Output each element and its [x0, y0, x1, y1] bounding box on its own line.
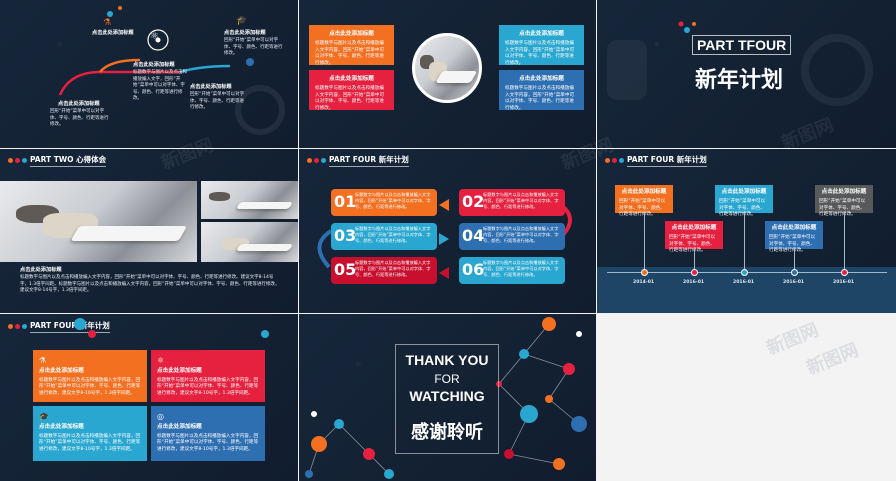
- s5-step-text: 标题数字与图片以及点击和播放编入文字内容，回形“开始”菜单中可以对字体、字号、颜…: [483, 260, 559, 277]
- s6-milestone-box: 点击此处添加标题回形“开始”菜单中可以对字体、字号、颜色、行距等进行修改。: [765, 221, 823, 253]
- flask-icon: ⚗: [103, 18, 112, 28]
- s5-step-number: 06: [462, 260, 485, 279]
- s5-step-number: 05: [334, 260, 357, 279]
- s6-milestone-date: 2016-01: [733, 280, 755, 285]
- s6-milestone-stem: [644, 213, 645, 272]
- s4-text: 标题数字与图片以及点击和播放编入文字内容，回形“开始”菜单中可以对字体、字号、颜…: [20, 275, 280, 294]
- s6-milestone-text: 回形“开始”菜单中可以对字体、字号、颜色、行距等进行修改。: [769, 235, 816, 254]
- s5-step-number: 02: [462, 192, 485, 211]
- s6-milestone-dot: [841, 269, 848, 276]
- s1-item-title: 点击此处添加标题: [58, 101, 100, 107]
- slide-7-grid: PART FOUR 新年计划 ⚗点击此处添加标题标题数字与图片以及点击和播放编入…: [0, 314, 298, 481]
- s7-box: ⚗点击此处添加标题标题数字与图片以及点击和播放编入文字内容，回形“开始”菜单中可…: [33, 350, 147, 402]
- s6-milestone-box: 点击此处添加标题回形“开始”菜单中可以对字体、字号、颜色、行距等进行修改。: [615, 185, 673, 217]
- s6-section-tag: PART FOUR 新年计划: [605, 154, 707, 167]
- s7-box: ◎点击此处添加标题标题数字与图片以及点击和播放编入文字内容，回形“开始”菜单中可…: [151, 406, 265, 461]
- s2-box: 点击此处添加标题标题数字与图片以及点击和播放编入文字内容，回形“开始”菜单中可以…: [499, 70, 584, 111]
- s6-milestone-dot: [791, 269, 798, 276]
- s6-milestone-dot: [691, 269, 698, 276]
- s1-item-title: 点击此处添加标题: [133, 62, 175, 68]
- atom-icon: ⚛: [150, 31, 159, 42]
- s1-item-title: 点击此处添加标题: [190, 84, 232, 90]
- s6-milestone-box: 点击此处添加标题回形“开始”菜单中可以对字体、字号、颜色、行距等进行修改。: [815, 185, 873, 217]
- slide-1-timeline: ⚗ ⚛ 🎓 点击此处添加标题 点击此处添加标题 回形“开始”菜单中可以对字体、字…: [0, 0, 298, 148]
- s2-box: 点击此处添加标题标题数字与图片以及点击和播放编入文字内容，回形“开始”菜单中可以…: [499, 25, 584, 66]
- s1-item-title: 点击此处添加标题: [224, 30, 266, 36]
- s6-milestone-box: 点击此处添加标题回形“开始”菜单中可以对字体、字号、颜色、行距等进行修改。: [715, 185, 773, 217]
- globe-icon: ◎: [157, 412, 164, 421]
- graduation-cap-icon: 🎓: [39, 412, 49, 421]
- s6-milestone-title: 点击此处添加标题: [821, 189, 867, 195]
- s7-box: ⚛点击此处添加标题标题数字与图片以及点击和播放编入文字内容，回形“开始”菜单中可…: [151, 350, 265, 402]
- s4-main-photo: [0, 181, 197, 262]
- s6-milestone-text: 回形“开始”菜单中可以对字体、字号、颜色、行距等进行修改。: [719, 199, 766, 218]
- s5-step-number: 04: [462, 226, 485, 245]
- s6-milestone-stem: [694, 249, 695, 272]
- slide-4-photos: PART TWO 心得体会 点击此处添加标题 标题数字与图片以及点击和播放编入文…: [0, 149, 298, 313]
- s5-step-number: 01: [334, 192, 357, 211]
- s5-step-number: 03: [334, 226, 357, 245]
- s6-milestone-title: 点击此处添加标题: [771, 225, 817, 231]
- s6-milestone-box: 点击此处添加标题回形“开始”菜单中可以对字体、字号、颜色、行距等进行修改。: [665, 221, 723, 253]
- graduation-cap-icon: 🎓: [236, 16, 248, 26]
- s7-box: 🎓点击此处添加标题标题数字与图片以及点击和播放编入文字内容，回形“开始”菜单中可…: [33, 406, 147, 461]
- s7-section-tag: PART FOUR 新年计划: [8, 320, 110, 333]
- s4-heading: 点击此处添加标题: [20, 267, 62, 273]
- s5-step-text: 标题数字与图片以及点击和播放编入文字内容，回形“开始”菜单中可以对字体、字号、颜…: [483, 192, 559, 209]
- s3-title-en: PART TFOUR: [692, 35, 792, 55]
- s1-item-text: 标题数字与图片以及点击和播放编入文字，回形“开始”菜单中可以对字体、字号、颜色、…: [133, 70, 187, 102]
- slide-6-milestones: PART FOUR 新年计划 点击此处添加标题回形“开始”菜单中可以对字体、字号…: [597, 149, 896, 313]
- s6-milestone-title: 点击此处添加标题: [721, 189, 767, 195]
- s1-item-text: 回形“开始”菜单中可以对字体、字号、颜色、行距等进行修改。: [190, 92, 245, 111]
- s6-milestone-date: 2016-01: [683, 280, 705, 285]
- s5-step-text: 标题数字与图片以及点击和播放编入文字内容，回形“开始”菜单中可以对字体、字号、颜…: [355, 260, 431, 277]
- s1-item-text: 回形“开始”菜单中可以对字体、字号、颜色、行距等进行修改。: [224, 38, 283, 57]
- s5-step-text: 标题数字与图片以及点击和播放编入文字内容，回形“开始”菜单中可以对字体、字号、颜…: [483, 226, 559, 243]
- s6-milestone-dot: [641, 269, 648, 276]
- s8-line1: THANK YOU: [405, 352, 489, 368]
- slide-8-thank-you: THANK YOU FOR WATCHING 感谢聆听: [299, 314, 596, 481]
- s6-milestone-dot: [741, 269, 748, 276]
- s8-line2: FOR: [434, 372, 460, 386]
- s6-milestone-text: 回形“开始”菜单中可以对字体、字号、颜色、行距等进行修改。: [819, 199, 866, 218]
- s5-step-text: 标题数字与图片以及点击和播放编入文字内容，回形“开始”菜单中可以对字体、字号、颜…: [355, 192, 431, 209]
- s2-round-photo: [412, 33, 482, 103]
- s5-step-text: 标题数字与图片以及点击和播放编入文字内容，回形“开始”菜单中可以对字体、字号、颜…: [355, 226, 431, 243]
- atom-icon: ⚛: [157, 356, 165, 365]
- s3-title-cn: 新年计划: [695, 68, 784, 93]
- s6-milestone-title: 点击此处添加标题: [621, 189, 667, 195]
- s4-side-photo: [201, 181, 298, 219]
- s8-cn: 感谢聆听: [411, 422, 483, 443]
- s5-section-tag: PART FOUR 新年计划: [307, 154, 409, 167]
- s8-frame: [395, 344, 499, 454]
- s6-milestone-text: 回形“开始”菜单中可以对字体、字号、颜色、行距等进行修改。: [669, 235, 716, 254]
- s6-milestone-stem: [794, 249, 795, 272]
- s6-milestone-stem: [844, 213, 845, 272]
- s6-milestone-stem: [744, 213, 745, 272]
- s2-box: 点击此处添加标题标题数字与图片以及点击和播放编入文字内容，回形“开始”菜单中可以…: [309, 70, 394, 111]
- s4-side-photo: [201, 222, 298, 262]
- s6-milestone-title: 点击此处添加标题: [671, 225, 717, 231]
- s6-milestone-text: 回形“开始”菜单中可以对字体、字号、颜色、行距等进行修改。: [619, 199, 666, 218]
- s6-milestone-date: 2016-01: [833, 280, 855, 285]
- flask-icon: ⚗: [39, 356, 47, 365]
- s6-milestone-date: 2014-01: [633, 280, 655, 285]
- s4-section-tag: PART TWO 心得体会: [8, 154, 107, 167]
- s8-line3: WATCHING: [409, 388, 485, 404]
- slide-3-section-title: PART TFOUR 新年计划: [597, 0, 896, 148]
- s1-item-text: 回形“开始”菜单中可以对字体、字号、颜色、行距等进行修改。: [50, 109, 109, 128]
- s1-item-title: 点击此处添加标题: [92, 30, 134, 36]
- slide-2-photo-boxes: 点击此处添加标题标题数字与图片以及点击和播放编入文字内容，回形“开始”菜单中可以…: [299, 0, 596, 148]
- s6-milestone-date: 2016-01: [783, 280, 805, 285]
- s2-box: 点击此处添加标题标题数字与图片以及点击和播放编入文字内容，回形“开始”菜单中可以…: [309, 25, 394, 66]
